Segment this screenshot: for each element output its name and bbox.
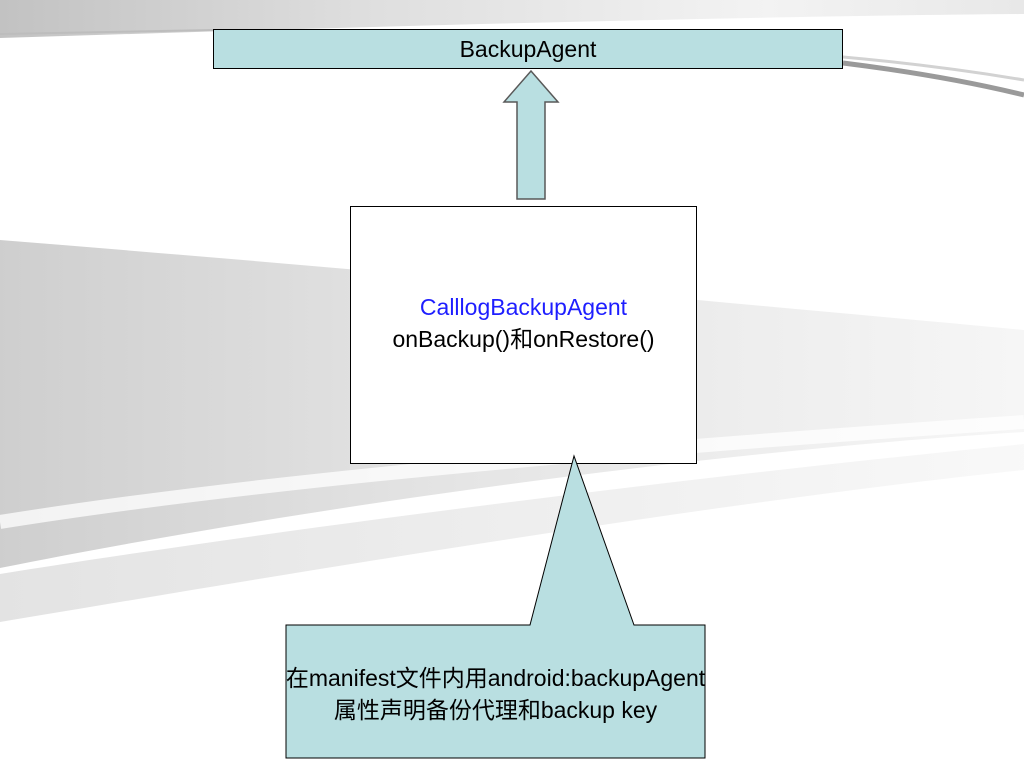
up-arrow-shape xyxy=(502,69,560,200)
callout-line-2: 属性声明备份代理和backup key xyxy=(333,697,658,723)
callout-text: 在manifest文件内用android:backupAgent 属性声明备份代… xyxy=(195,662,796,726)
calllog-methods: onBackup()和onRestore() xyxy=(392,326,655,352)
backupagent-label: BackupAgent xyxy=(459,35,597,62)
calllog-backupagent-box: CalllogBackupAgent onBackup()和onRestore(… xyxy=(350,206,697,464)
backupagent-box: BackupAgent xyxy=(213,29,843,69)
callout-line-1: 在manifest文件内用android:backupAgent xyxy=(285,665,706,691)
calllog-box-text: CalllogBackupAgent onBackup()和onRestore(… xyxy=(351,291,696,355)
calllog-class-name: CalllogBackupAgent xyxy=(419,294,628,320)
